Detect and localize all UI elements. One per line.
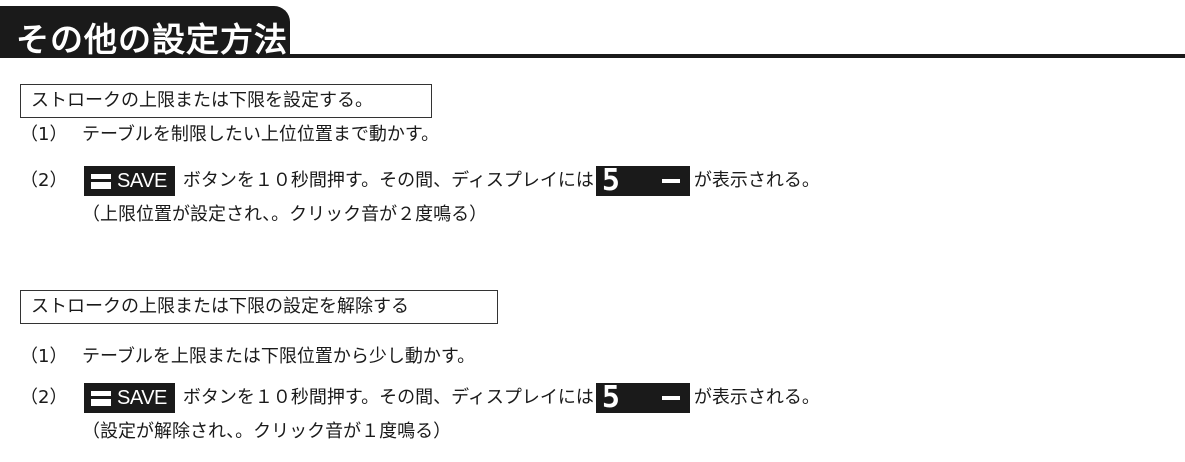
display-dash-icon <box>661 179 680 183</box>
step-number: （1） <box>20 346 68 367</box>
step-2-line: （2） SAVE ボタンを１０秒間押す。その間、ディスプレイには 5 が表示される。 <box>20 166 820 196</box>
display-indicator: 5 <box>595 163 690 198</box>
step-number: （1） <box>20 124 68 145</box>
save-icon <box>91 173 111 189</box>
step-1-line: （1） テーブルを上限または下限位置から少し動かす。 <box>20 345 475 369</box>
save-icon <box>91 390 111 406</box>
step-1-line: （1） テーブルを制限したい上位位置まで動かす。 <box>20 123 439 147</box>
display-dash-icon <box>661 396 680 400</box>
step-note: （設定が解除され、。クリック音が１度鳴る） <box>82 421 452 442</box>
page-title: その他の設定方法 <box>16 20 288 59</box>
step-text: が表示される。 <box>693 387 820 408</box>
display-digit: 5 <box>601 163 620 198</box>
step-2-line: （2） SAVE ボタンを１０秒間押す。その間、ディスプレイには 5 が表示される。 <box>20 383 820 413</box>
save-button: SAVE <box>84 166 175 196</box>
display-digit: 5 <box>601 380 620 415</box>
section-heading-set-limit: ストロークの上限または下限を設定する。 <box>20 84 432 118</box>
display-indicator: 5 <box>595 380 690 415</box>
section-heading-clear-limit: ストロークの上限または下限の設定を解除する <box>20 290 498 324</box>
step-text: ボタンを１０秒間押す。その間、ディスプレイには <box>182 387 594 408</box>
section-title-tab: その他の設定方法 <box>0 6 290 59</box>
step-number: （2） <box>20 387 68 408</box>
save-button-label: SAVE <box>117 387 167 409</box>
step-text: テーブルを制限したい上位位置まで動かす。 <box>82 124 440 145</box>
step-text: テーブルを上限または下限位置から少し動かす。 <box>82 346 476 367</box>
step-number: （2） <box>20 170 68 191</box>
save-button-label: SAVE <box>117 170 167 192</box>
save-button: SAVE <box>84 383 175 413</box>
step-text: が表示される。 <box>693 170 820 191</box>
step-note: （上限位置が設定され、。クリック音が２度鳴る） <box>82 204 488 225</box>
title-rule <box>0 54 1185 58</box>
step-text: ボタンを１０秒間押す。その間、ディスプレイには <box>182 170 594 191</box>
